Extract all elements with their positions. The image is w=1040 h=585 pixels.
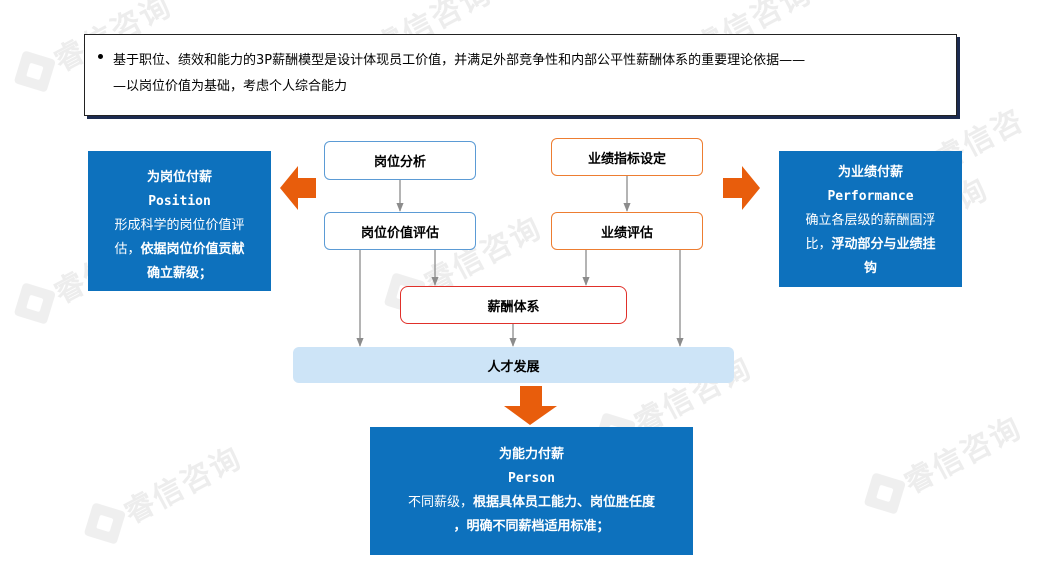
talent-development-bar: 人才发展 xyxy=(293,347,734,383)
performance-panel: 为业绩付薪 Performance 确立各层级的薪酬固浮 比，浮动部分与业绩挂 … xyxy=(779,151,962,287)
person-panel: 为能力付薪 Person 不同薪级，根据具体员工能力、岗位胜任度 ，明确不同薪档… xyxy=(370,427,693,555)
person-line-1: 不同薪级，根据具体员工能力、岗位胜任度 xyxy=(407,495,656,510)
kpi-setting-box: 业绩指标设定 xyxy=(551,138,703,176)
bullet-icon xyxy=(98,54,103,59)
performance-line-1: 确立各层级的薪酬固浮 xyxy=(805,213,936,228)
position-panel: 为岗位付薪 Position 形成科学的岗位价值评 估，依据岗位价值贡献 确立薪… xyxy=(88,151,271,291)
person-en: Person xyxy=(508,471,555,486)
arrow-left-icon xyxy=(280,166,316,210)
arrow-down-icon xyxy=(504,386,557,425)
position-line-1: 形成科学的岗位价值评 xyxy=(114,218,245,233)
person-line-2: ，明确不同薪档适用标准； xyxy=(453,519,610,534)
performance-evaluation-box: 业绩评估 xyxy=(551,212,703,250)
job-analysis-box: 岗位分析 xyxy=(324,141,476,180)
statement-line-1: 基于职位、绩效和能力的3P薪酬模型是设计体现员工价值，并满足外部竞争性和内部公平… xyxy=(113,53,806,68)
performance-en: Performance xyxy=(827,189,914,204)
position-en: Position xyxy=(148,194,211,209)
job-evaluation-box: 岗位价值评估 xyxy=(324,212,476,250)
statement-box: 基于职位、绩效和能力的3P薪酬模型是设计体现员工价值，并满足外部竞争性和内部公平… xyxy=(84,34,957,116)
statement-line-2: —以岗位价值为基础，考虑个人综合能力 xyxy=(113,79,348,94)
arrow-right-icon xyxy=(723,166,760,210)
performance-line-3: 钩 xyxy=(863,261,877,276)
position-line-3: 确立薪级； xyxy=(146,266,212,281)
position-line-2: 估，依据岗位价值贡献 xyxy=(114,242,245,257)
person-title: 为能力付薪 xyxy=(498,447,564,462)
performance-title: 为业绩付薪 xyxy=(837,165,903,180)
pay-system-box: 薪酬体系 xyxy=(400,286,627,324)
position-title: 为岗位付薪 xyxy=(146,170,212,185)
performance-line-2: 比，浮动部分与业绩挂 xyxy=(805,237,936,252)
